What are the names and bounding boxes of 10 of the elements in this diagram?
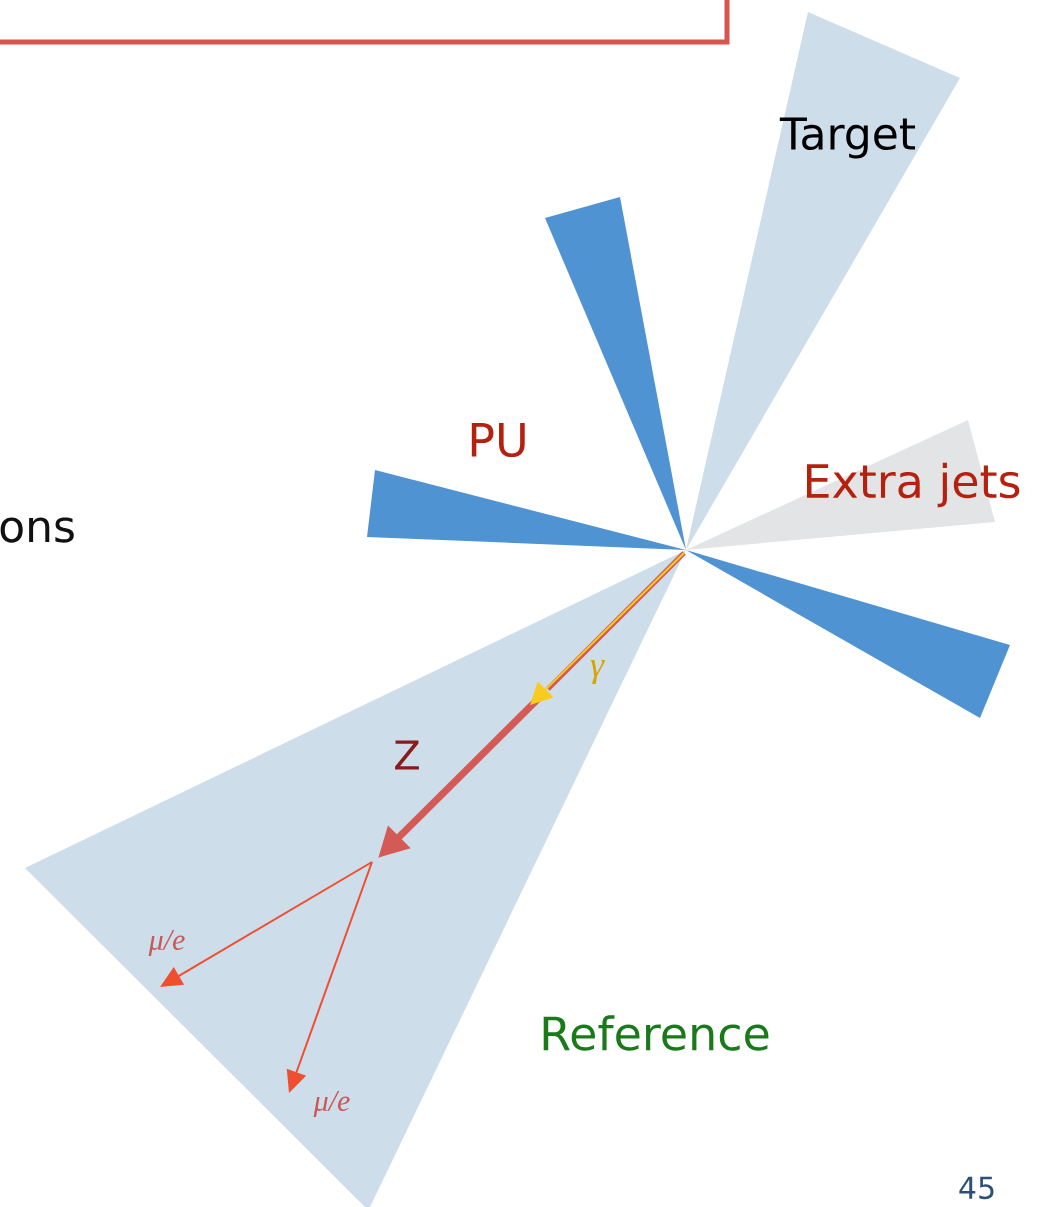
particle-label: γ [590,659,605,685]
cone-label: Reference [543,1015,769,1051]
cut-off-text: ons [0,517,74,543]
page-number: 45 [959,1176,994,1200]
particle-label: Z [395,740,419,770]
cone-label: Target [779,117,916,159]
particle-label: μ/e [313,1090,350,1118]
cone-label: Extra jets [806,462,1020,508]
particle-label: μ/e [148,929,185,957]
cone-label: PU [471,422,525,458]
